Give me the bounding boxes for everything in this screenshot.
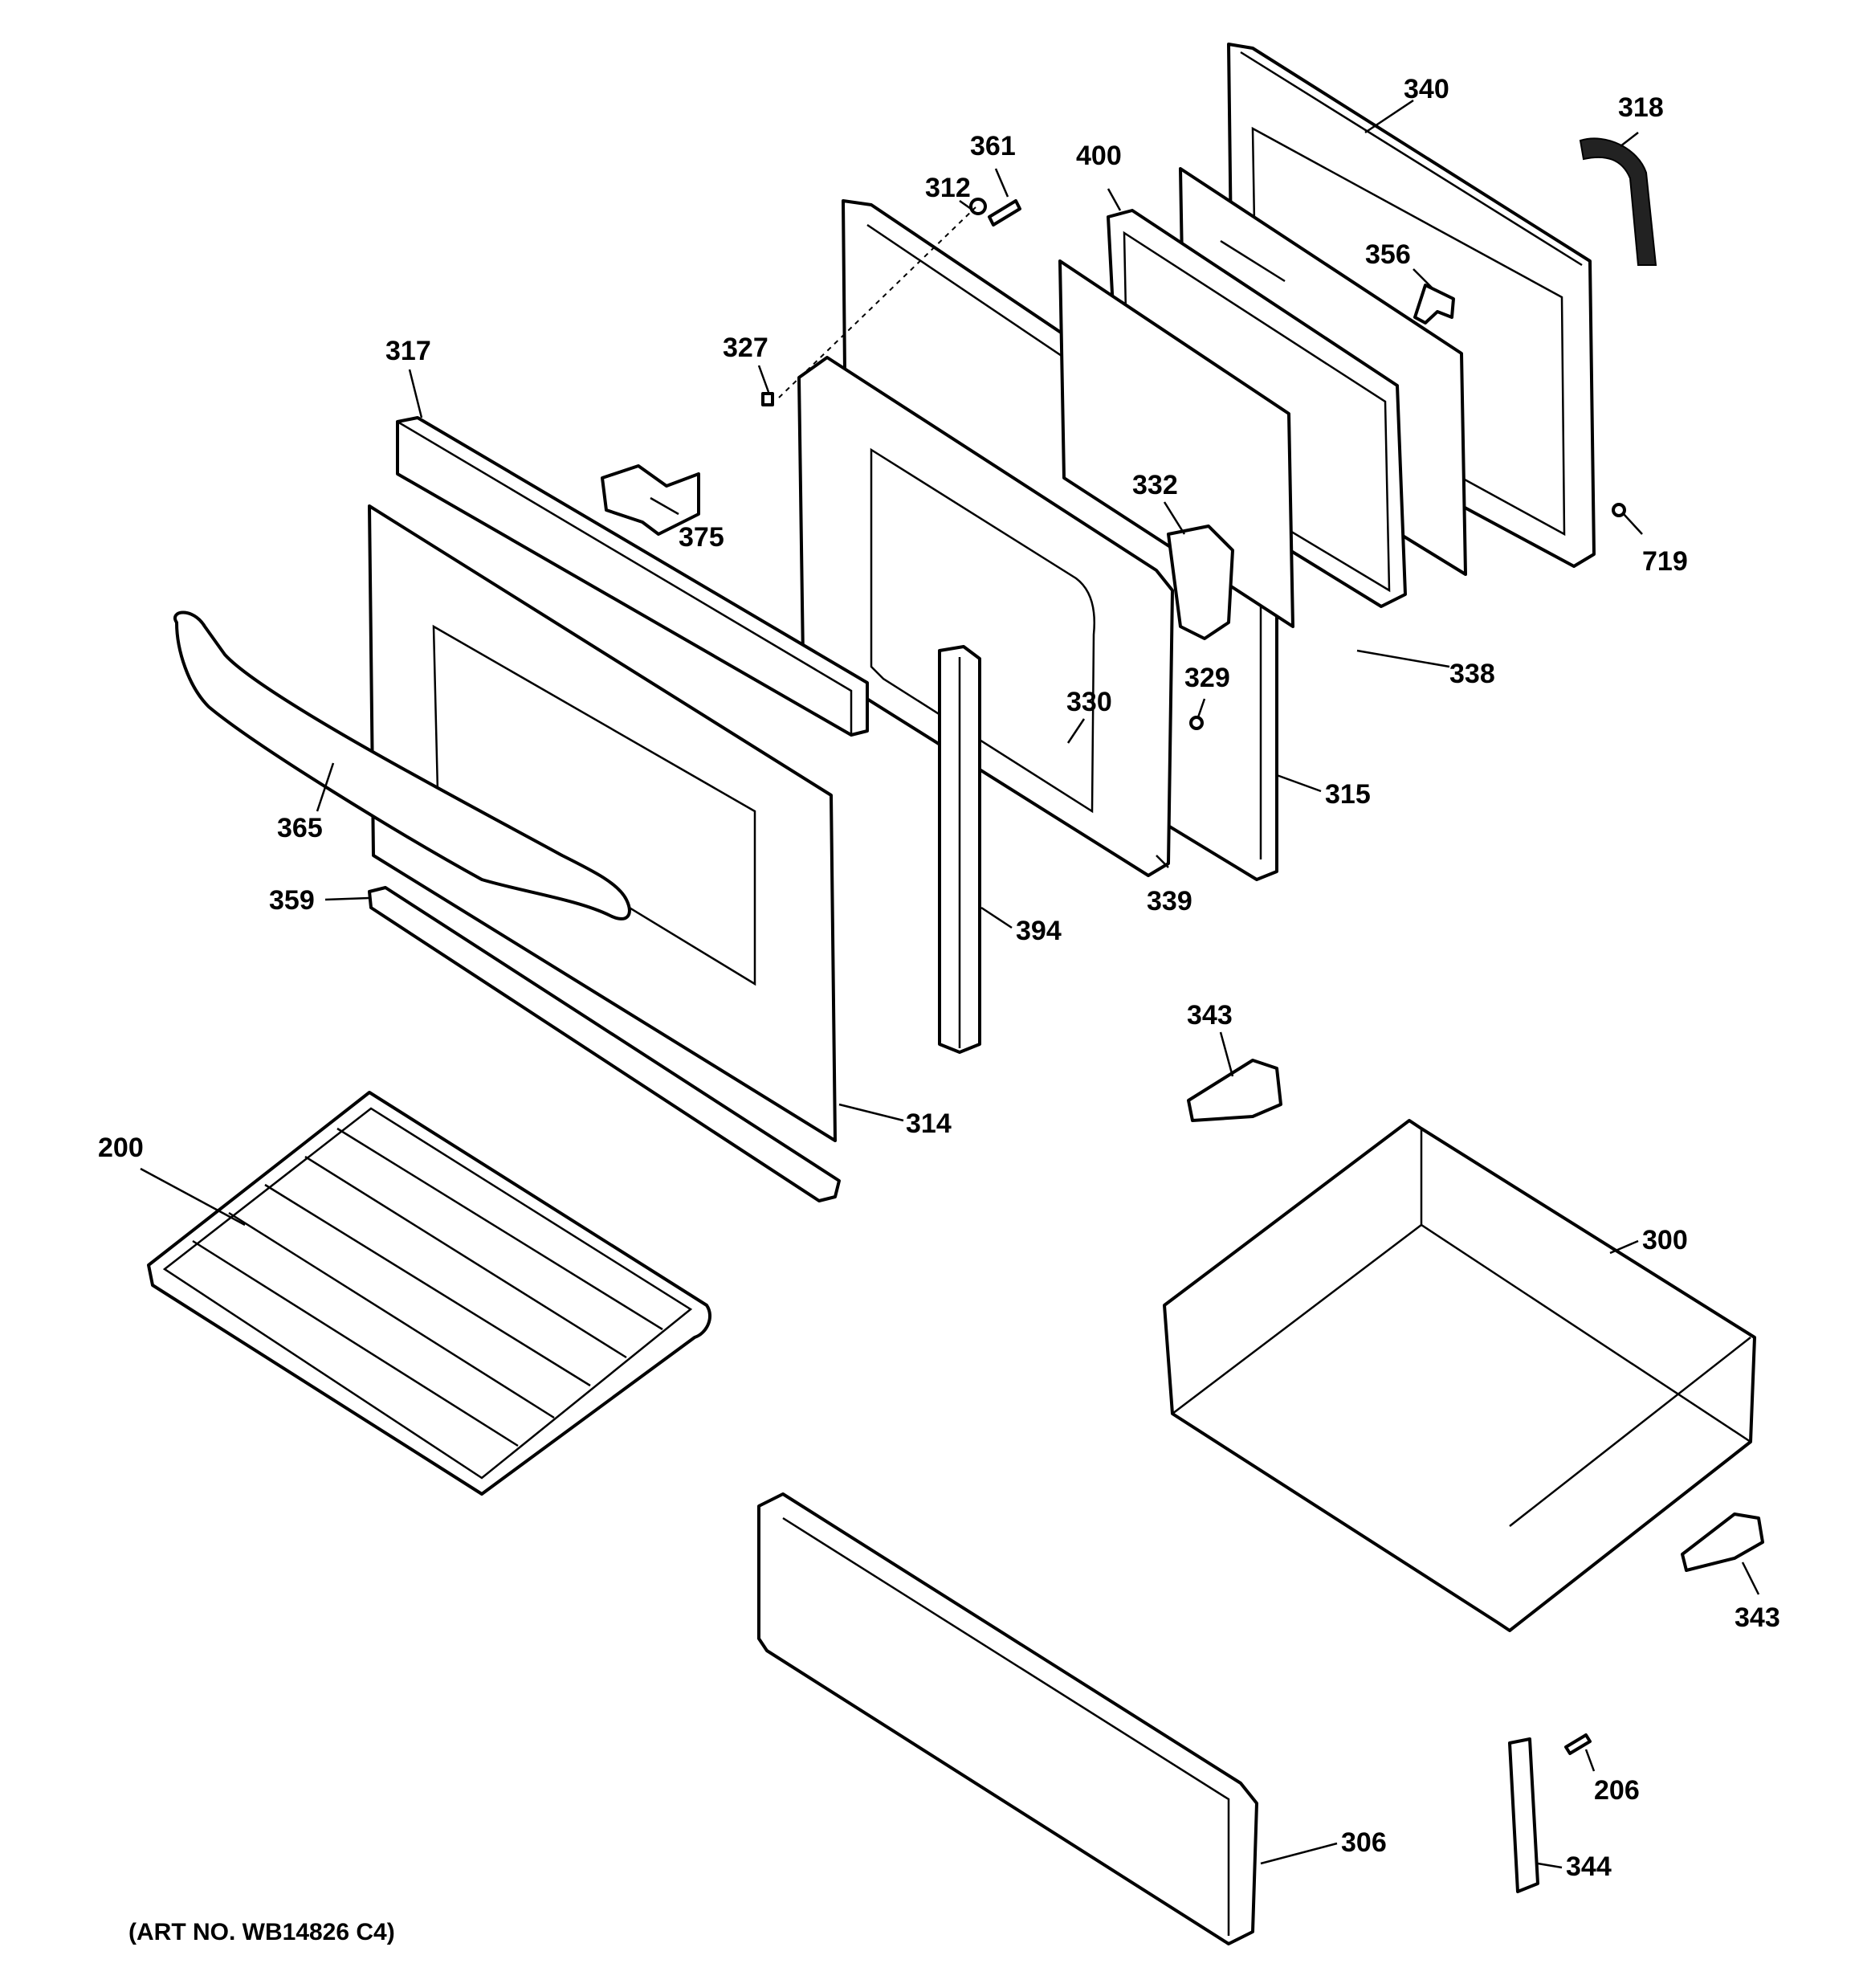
callout-300: 300 <box>1642 1225 1688 1255</box>
part-332-insulation <box>1167 525 1234 640</box>
callout-394: 394 <box>1016 916 1062 946</box>
part-344-bracket <box>1508 1737 1539 1893</box>
callout-318: 318 <box>1618 92 1664 123</box>
part-365-door-handle <box>173 610 631 921</box>
callout-343-lower: 343 <box>1735 1602 1780 1633</box>
callout-330: 330 <box>1066 687 1112 717</box>
callout-361: 361 <box>970 131 1016 161</box>
callout-314: 314 <box>906 1108 952 1139</box>
callout-400: 400 <box>1076 141 1122 171</box>
callout-317: 317 <box>385 336 431 366</box>
callout-719: 719 <box>1642 546 1688 577</box>
callout-329: 329 <box>1184 663 1230 693</box>
part-719-screw <box>1612 503 1626 517</box>
callout-339: 339 <box>1147 886 1192 916</box>
callout-365: 365 <box>277 813 323 843</box>
part-300-storage-drawer <box>1163 1119 1756 1632</box>
leader-lines <box>140 99 1760 1869</box>
callout-labels: 340 318 361 400 312 356 327 317 332 375 … <box>98 74 1780 1882</box>
callout-375: 375 <box>679 522 724 553</box>
callout-338: 338 <box>1449 659 1495 689</box>
part-375-bracket <box>601 464 700 536</box>
callout-340: 340 <box>1404 74 1449 104</box>
part-359-door-bottom-trim <box>368 886 841 1202</box>
callout-200: 200 <box>98 1133 144 1163</box>
part-200-oven-rack <box>147 1091 711 1496</box>
part-343-drawer-slide-upper <box>1187 1059 1282 1122</box>
part-317-control-panel-trim <box>396 416 869 737</box>
part-329-screw <box>1189 716 1204 730</box>
callout-343-upper: 343 <box>1187 1000 1233 1031</box>
callout-344: 344 <box>1566 1851 1612 1882</box>
callout-332: 332 <box>1132 470 1178 500</box>
part-356-bracket <box>1413 284 1455 325</box>
part-306-drawer-front <box>757 1492 1258 1945</box>
art-number: (ART NO. WB14826 C4) <box>128 1919 395 1945</box>
callout-206: 206 <box>1594 1775 1640 1806</box>
callout-356: 356 <box>1365 239 1411 270</box>
callout-327: 327 <box>723 333 768 363</box>
callout-312: 312 <box>925 173 971 203</box>
part-394-side-trim <box>938 645 981 1054</box>
part-330-window-glass <box>1058 259 1294 628</box>
part-318-door-gasket <box>1579 137 1657 266</box>
part-206-screw <box>1564 1733 1592 1755</box>
part-343-drawer-slide-lower <box>1681 1512 1764 1572</box>
callout-306: 306 <box>1341 1827 1387 1858</box>
part-312-nut <box>969 198 987 215</box>
part-fasteners <box>761 198 1626 1755</box>
callout-315: 315 <box>1325 779 1371 810</box>
callout-359: 359 <box>269 885 315 916</box>
part-314-outer-door <box>368 504 837 1142</box>
part-361-screw <box>988 199 1021 227</box>
part-327-clip <box>761 392 774 406</box>
